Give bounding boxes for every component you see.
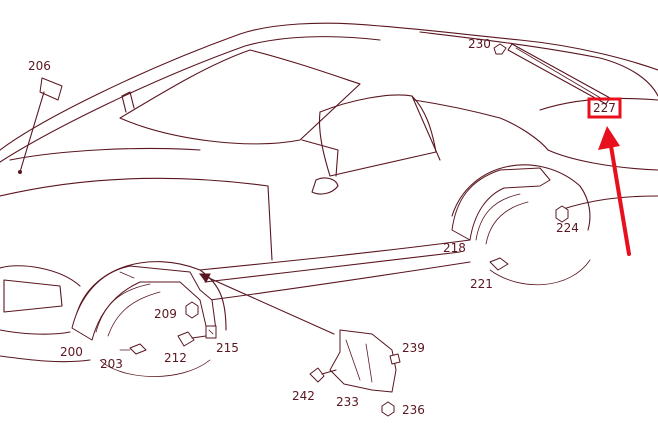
pointer-arrow: [199, 273, 335, 335]
callout-230: 230: [468, 37, 491, 51]
callout-221: 221: [470, 277, 493, 291]
callout-236: 236: [402, 403, 425, 417]
part-209-nut: [185, 301, 199, 319]
callout-206: 206: [28, 59, 51, 73]
callout-233: 233: [336, 395, 359, 409]
highlight-arrow-head: [598, 126, 620, 150]
callout-212: 212: [164, 351, 187, 365]
callout-209: 209: [154, 307, 177, 321]
callout-224: 224: [556, 221, 579, 235]
callout-239: 239: [402, 341, 425, 355]
part-242-bolt: [309, 367, 337, 383]
part-218-rear-arch-liner: [451, 167, 551, 245]
callout-215: 215: [216, 341, 239, 355]
part-233-underbody-panel: [329, 329, 397, 393]
part-203-clip: [119, 343, 147, 355]
part-206-mast: [18, 77, 63, 174]
callout-227: 227: [593, 101, 616, 115]
callout-218: 218: [443, 241, 466, 255]
part-236-nut: [381, 401, 395, 417]
highlight-227: [587, 97, 631, 256]
part-215-clip: [205, 325, 217, 339]
part-230-grommet: [493, 43, 507, 55]
part-221-clip: [489, 257, 509, 271]
highlight-box: [587, 97, 622, 119]
part-224-nut: [555, 205, 569, 223]
callout-200: 200: [60, 345, 83, 359]
car-body-outline: [0, 22, 658, 377]
callout-203: 203: [100, 357, 123, 371]
part-239-clip: [389, 353, 401, 365]
callout-242: 242: [292, 389, 315, 403]
highlight-arrow: [609, 144, 631, 256]
part-212-screw: [177, 331, 207, 347]
